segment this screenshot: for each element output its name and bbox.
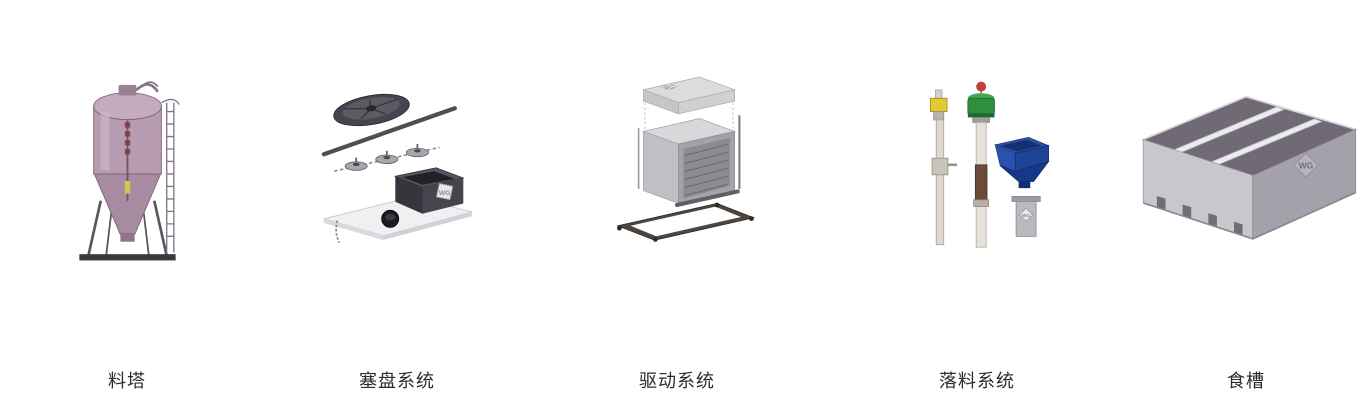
wg-column: WG [1011, 196, 1041, 237]
feed-silo-illustration [27, 0, 227, 338]
drive-system-illustration: WG [577, 0, 777, 338]
wg-logo: WG [436, 182, 454, 200]
silo-ladder [160, 98, 180, 252]
product-label-drop-feeding-system: 落料系统 [939, 371, 1015, 391]
trough-base-edge [1142, 191, 1356, 240]
sensor-tube [929, 89, 958, 246]
tube-clamp [973, 199, 990, 207]
product-label-plug-disc-system: 塞盘系统 [359, 371, 435, 391]
red-cap [976, 81, 987, 92]
product-feed-silo[interactable]: 料塔 [27, 0, 227, 415]
explode-guides [644, 102, 734, 130]
product-plug-disc-system[interactable]: WG 塞盘系统 [297, 0, 497, 415]
drive-rod [321, 105, 457, 156]
drive-body [637, 115, 741, 207]
product-drop-feeding-system[interactable]: WG 落料系统 [877, 0, 1077, 415]
plug-disc-graphic: WG [321, 93, 474, 243]
product-drive-system[interactable]: WG [577, 0, 777, 415]
plug-disc-chain [333, 143, 440, 172]
wg-logo-text: WG [1022, 213, 1031, 219]
silo-level-marker [124, 180, 130, 194]
drop-feeding-illustration: WG [877, 0, 1077, 338]
silo-outlet [119, 232, 135, 242]
feed-trough-illustration: WG [1126, 0, 1360, 338]
disc-cover [333, 93, 410, 126]
sensor-head [929, 97, 948, 113]
junction-box [931, 157, 949, 176]
drive-lid: WG [641, 76, 737, 115]
wg-logo-text: WG [664, 85, 674, 91]
base-frame [616, 202, 756, 242]
silo-inscription [124, 121, 130, 154]
wg-logo-text: WG [439, 190, 451, 197]
wg-logo-text: WG [1299, 160, 1314, 170]
drop-tube [967, 81, 995, 248]
tube-sleeve [974, 164, 988, 201]
product-feed-trough[interactable]: WG 食槽 [1126, 0, 1360, 415]
drop-feeding-graphic: WG [929, 81, 1050, 248]
green-motor [967, 97, 995, 116]
product-label-feed-trough: 食槽 [1227, 371, 1265, 391]
trough-rim [1142, 95, 1356, 140]
wg-logo: WG [659, 82, 679, 91]
feeding-slots [1156, 195, 1243, 235]
silo-vent-pipes [118, 80, 159, 96]
blue-hopper [993, 136, 1050, 189]
silo-legs [78, 199, 176, 260]
silo-highlight [100, 111, 110, 170]
drive-system-graphic: WG [616, 76, 756, 242]
hanging-chain [335, 219, 340, 243]
wg-logo: WG [1293, 152, 1319, 178]
plug-disc-illustration: WG [297, 0, 497, 338]
feed-silo-graphic [78, 80, 180, 260]
product-label-drive-system: 驱动系统 [639, 371, 715, 391]
wg-logo: WG [1018, 207, 1034, 223]
feed-trough-graphic: WG [1141, 95, 1357, 240]
bottom-shaft [675, 189, 740, 207]
product-label-feed-silo: 料塔 [108, 371, 146, 391]
